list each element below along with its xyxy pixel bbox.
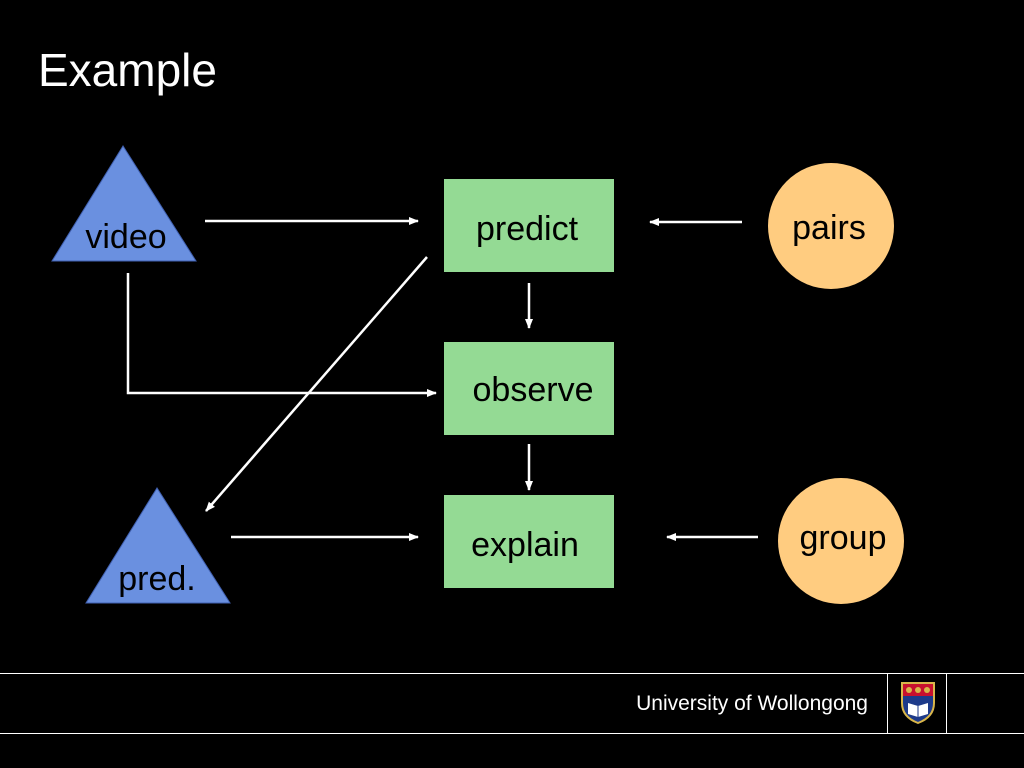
slide-title: Example xyxy=(38,44,217,96)
video-triangle xyxy=(51,145,197,262)
arrow-video-to-observe xyxy=(126,273,437,397)
university-crest-icon xyxy=(901,682,935,725)
footer-divider-bottom xyxy=(0,733,1024,734)
diagram: video pred. predict observe explain pair… xyxy=(51,145,904,604)
pairs-circle xyxy=(768,163,894,289)
node-pairs: pairs xyxy=(768,163,894,289)
node-explain: explain xyxy=(444,495,614,588)
footer-university-name: University of Wollongong xyxy=(636,692,868,715)
node-predict: predict xyxy=(444,179,614,272)
footer-divider-top xyxy=(0,673,1024,674)
group-circle xyxy=(778,478,904,604)
explain-label: explain xyxy=(471,526,579,564)
footer-logo-box xyxy=(887,673,947,733)
pred-triangle xyxy=(85,487,231,604)
node-video: video xyxy=(51,145,197,262)
predict-box xyxy=(444,179,614,272)
node-group: group xyxy=(778,478,904,604)
pred-label: pred. xyxy=(118,560,196,598)
video-label: video xyxy=(85,218,166,256)
observe-box xyxy=(444,342,614,435)
explain-box xyxy=(444,495,614,588)
arrow-predict-to-pred xyxy=(205,256,428,512)
node-observe: observe xyxy=(444,342,614,435)
group-label: group xyxy=(800,519,887,557)
node-pred: pred. xyxy=(85,487,231,604)
observe-label: observe xyxy=(473,371,594,409)
predict-label: predict xyxy=(476,210,579,248)
pairs-label: pairs xyxy=(792,209,866,247)
